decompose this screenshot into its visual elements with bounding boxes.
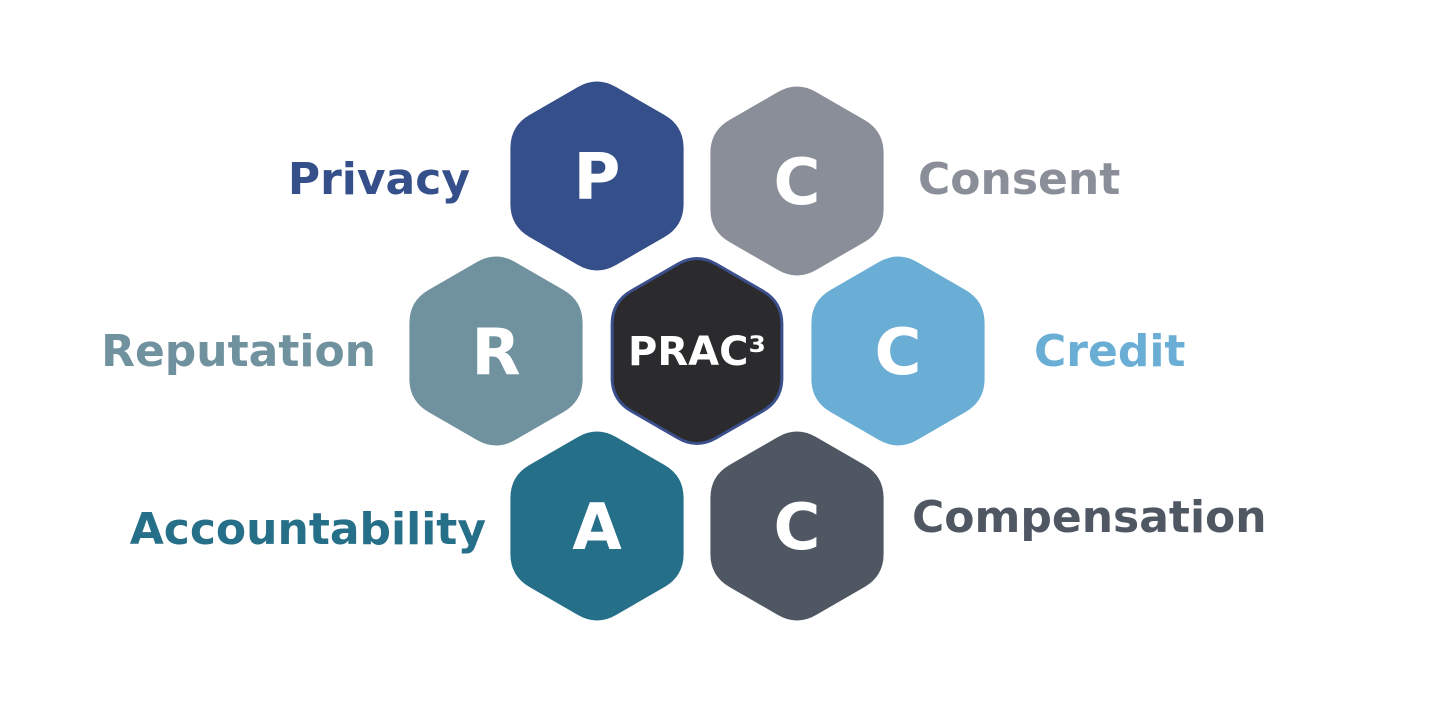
hex-accountability-letter: A xyxy=(572,491,622,565)
hex-reputation-letter: R xyxy=(471,316,520,390)
hex-privacy-letter: P xyxy=(574,141,621,215)
label-compensation: Compensation xyxy=(912,492,1267,543)
hex-consent-shape xyxy=(710,86,884,276)
hex-reputation-shape xyxy=(409,256,583,446)
label-credit: Credit xyxy=(1034,326,1186,377)
label-accountability: Accountability xyxy=(129,504,486,555)
label-privacy: Privacy xyxy=(287,154,470,205)
label-reputation: Reputation xyxy=(101,326,376,377)
hex-credit-shape xyxy=(811,256,985,446)
hex-reputation: R xyxy=(409,256,583,446)
hex-consent-letter: C xyxy=(774,146,821,220)
hex-credit-letter: C xyxy=(875,316,922,390)
hex-privacy: P xyxy=(510,81,684,271)
hex-center: PRAC³ xyxy=(610,257,784,445)
hex-compensation: C xyxy=(710,431,884,621)
hex-credit: C xyxy=(811,256,985,446)
hex-accountability-shape xyxy=(510,431,684,621)
hex-consent: C xyxy=(710,86,884,276)
hex-accountability: A xyxy=(510,431,684,621)
hex-center-title: PRAC³ xyxy=(628,329,766,375)
hex-compensation-letter: C xyxy=(774,491,821,565)
hex-center-shape xyxy=(610,257,784,445)
label-consent: Consent xyxy=(918,154,1121,205)
hex-privacy-shape xyxy=(510,81,684,271)
hex-compensation-shape xyxy=(710,431,884,621)
